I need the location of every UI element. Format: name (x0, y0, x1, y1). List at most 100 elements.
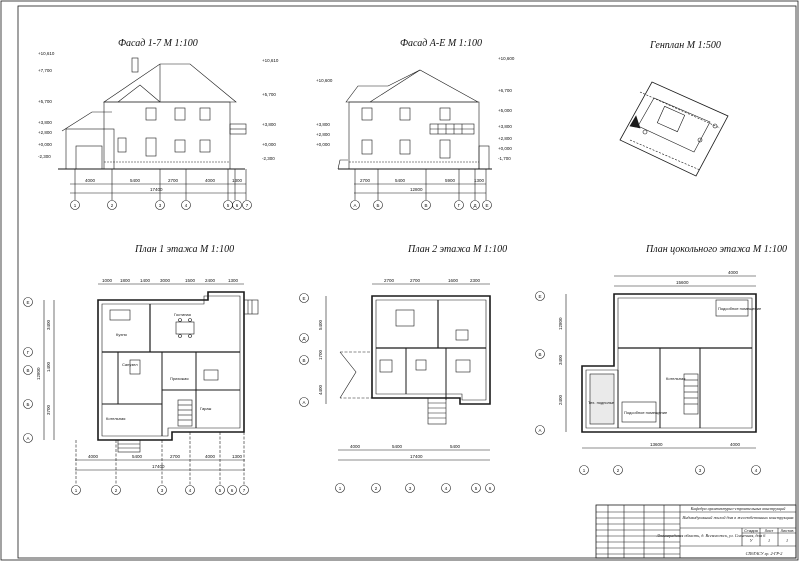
facade2-level-right: +2,800 (498, 136, 512, 141)
facade1-title: Фасад 1-7 М 1:100 (118, 38, 198, 49)
col-sheets: Листов (781, 528, 794, 533)
plan1-dim-total: 17400 (152, 464, 165, 469)
plan3-dim-left: 2400 (558, 394, 563, 405)
plan3-axis-h: Е (538, 294, 541, 299)
facade1-axis: 7 (246, 203, 249, 208)
plan3-axis-v: 4 (755, 468, 758, 473)
facade1-level: -2,300 (38, 154, 51, 159)
plan1-dim-bottom: 1300 (232, 454, 243, 459)
plan1-dim-bottom: 2700 (170, 454, 181, 459)
plan3-dim-bottom: 13600 (650, 442, 663, 447)
plan1-dim-top: 1300 (228, 278, 239, 283)
drawing-frame (17, 5, 797, 559)
plan2-dim-top: 2300 (470, 278, 481, 283)
plan1-dim-top: 1800 (120, 278, 131, 283)
plan3-dim-bottom: 4000 (730, 442, 741, 447)
plan2-axis-h: Е (302, 296, 305, 301)
plan3-dim-left: 12800 (558, 317, 563, 330)
project-location: Ленинградская область, д. Всеволожск, ул… (656, 533, 766, 539)
room-label: Кухня (116, 332, 127, 337)
col-stage: Стадия (744, 528, 758, 533)
plan1-axis-h: В (26, 368, 29, 373)
facade2-axis: Д (473, 203, 476, 208)
facade1-dim: 4000 (85, 178, 96, 183)
facade1-dim: 2700 (168, 178, 179, 183)
facade1-axis: 4 (185, 203, 188, 208)
plan1-dim-top: 1000 (102, 278, 113, 283)
facade2-axis: Б (377, 203, 380, 208)
plan2-axis-h: А (302, 400, 305, 405)
plan2-dim-top: 2700 (410, 278, 421, 283)
plan1-dim-top: 1400 (140, 278, 151, 283)
facade2-level-right: +10,600 (498, 56, 515, 61)
plan1-dim-left: 1400 (46, 361, 51, 372)
facade1-dim: 5400 (130, 178, 141, 183)
facade2-level: +2,800 (316, 132, 330, 137)
plan2-dim-total: 17400 (410, 454, 423, 459)
plan3-axis-v: 3 (699, 468, 702, 473)
facade1-axis: 6 (236, 203, 239, 208)
plan1-dim-left-total: 12800 (36, 367, 41, 380)
plan1-dim-top: 1500 (185, 278, 196, 283)
plan2-dim-bottom: 4000 (350, 444, 361, 449)
facade1-level: +5,700 (38, 99, 52, 104)
room-label: Подсобное помещение (624, 410, 668, 415)
plan1-axis-v: 5 (219, 488, 222, 493)
col-sheet: Лист (765, 528, 774, 533)
plan1-dim-left: 3400 (46, 319, 51, 330)
facade2-title: Фасад А-Е М 1:100 (400, 38, 482, 49)
plan2-dim-bottom: 5400 (450, 444, 461, 449)
facade1-level: +10,610 (38, 51, 55, 56)
facade-a-e: Фасад А-Е М 1:100 +10,600 +3,800 +2,800 … (316, 38, 515, 210)
facade2-dim: 1300 (474, 178, 485, 183)
facade1-level-right: +3,800 (262, 122, 276, 127)
facade2-level: +3,800 (316, 122, 330, 127)
room-label: Санузел (122, 362, 138, 367)
plan-floor-2: План 2 этажа М 1:100 2700 2700 1600 2300… (299, 244, 507, 493)
plan1-axis-h: Б (27, 402, 30, 407)
plan2-axis-v: 5 (475, 486, 478, 491)
facade2-dim: 5400 (395, 178, 406, 183)
title-block: Кафедра архитектурно-строительных констр… (595, 504, 797, 559)
facade1-axis: 5 (227, 203, 230, 208)
facade1-level-right: +5,700 (262, 92, 276, 97)
facade2-level-right: -1,700 (498, 156, 511, 161)
plan1-dim-top: 3000 (160, 278, 171, 283)
plan2-dim-left: 5400 (318, 319, 323, 330)
plan1-title: План 1 этажа М 1:100 (134, 244, 234, 255)
plan2-dim-top: 1600 (448, 278, 459, 283)
genplan-title: Генплан М 1:500 (649, 40, 721, 51)
room-label: Прихожая (170, 376, 189, 381)
plan3-axis-h: А (538, 428, 541, 433)
facade-1-7: Фасад 1-7 М 1:100 +10,610 +7,700 +5,7 (38, 38, 279, 210)
room-label: Подсобное помещение (718, 306, 762, 311)
sheets-value: 1 (786, 538, 788, 543)
plan-basement: План цокольного этажа М 1:100 Подсобное … (535, 244, 787, 475)
plan2-axis-h: В (302, 358, 305, 363)
plan3-dim-top: 4000 (728, 270, 739, 275)
facade1-level-right: -2,300 (262, 156, 275, 161)
plan1-axis-v: 3 (161, 488, 164, 493)
facade1-dim-total: 17400 (150, 187, 163, 192)
plan3-axis-v: 1 (583, 468, 586, 473)
facade2-level-right: +3,800 (498, 124, 512, 129)
plan2-title: План 2 этажа М 1:100 (407, 244, 507, 255)
facade1-level: +3,800 (38, 120, 52, 125)
plan1-axis-v: 6 (231, 488, 234, 493)
facade2-level-right: +5,000 (498, 108, 512, 113)
plan1-axis-v: 1 (75, 488, 78, 493)
plan2-axis-h: Д (302, 336, 305, 341)
plan2-dim-left: 4400 (318, 384, 323, 395)
room-label: Котельная (106, 416, 125, 421)
facade1-axis: 2 (111, 203, 114, 208)
site-plan: Генплан М 1:500 (619, 40, 729, 177)
plan-floor-1: План 1 этажа М 1:100 Кухня Гостиная Сану… (23, 244, 259, 495)
facade1-level: +7,700 (38, 68, 52, 73)
plan3-dim-left: 3400 (558, 354, 563, 365)
facade1-dim: 1300 (232, 178, 243, 183)
room-label: Гостиная (174, 312, 191, 317)
plan1-axis-h: Е (26, 300, 29, 305)
